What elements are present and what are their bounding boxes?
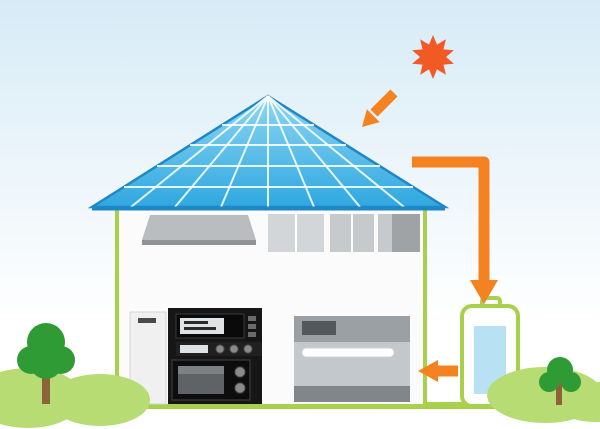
knob [243,344,253,354]
oven-window-gloss [178,366,224,374]
panel-grid-line [267,95,315,208]
arrow-head [362,109,380,127]
solar-grid-lines [124,95,413,208]
dishwasher-kick-strip [294,386,410,402]
oven-stack-icon [168,308,262,404]
greenery-left [0,323,150,428]
arrow-shaft [412,156,490,282]
second-floor-windows [142,214,420,252]
knob [229,344,239,354]
dishwasher-handle-slot [301,347,395,358]
panel-grid-line [130,95,269,208]
display-line [184,321,208,324]
greenery-right [487,357,600,423]
solar-panel-roof [87,94,450,211]
button [248,316,256,321]
bush-icon [50,374,150,426]
tree-foliage [539,372,559,392]
sun-core [421,45,445,69]
oven-knob [234,366,246,378]
arrow-battery-to-appliance [418,360,458,382]
microwave-display [180,318,224,334]
small-display [180,345,208,353]
panel-grid-line [220,95,269,208]
display-line [184,327,216,330]
range-hood-icon [142,215,256,240]
panel-grid-line [267,95,361,208]
sun-icon [412,35,454,79]
panel-grid-line [267,95,405,208]
tree-trunk [42,366,50,404]
dishwasher-control-panel [302,321,336,335]
panel-grid-line [174,95,269,208]
tree-trunk [556,383,562,405]
knob [215,344,225,354]
arrow-roof-to-battery [412,156,498,304]
arrow-shaft [370,89,398,117]
button [248,332,256,337]
arrow-sun-to-roof [362,89,398,127]
tree-foliage [30,347,62,379]
house [115,204,427,408]
dishwasher-icon [294,316,410,402]
arrow-head [470,280,498,304]
arrow-head [418,360,438,382]
button [248,324,256,329]
range-hood-base [142,240,256,245]
oven-knob [234,382,246,394]
window-pane [378,214,392,252]
refrigerator-handle [138,318,156,323]
bush-icon [555,382,600,422]
tree-foliage [561,372,581,392]
